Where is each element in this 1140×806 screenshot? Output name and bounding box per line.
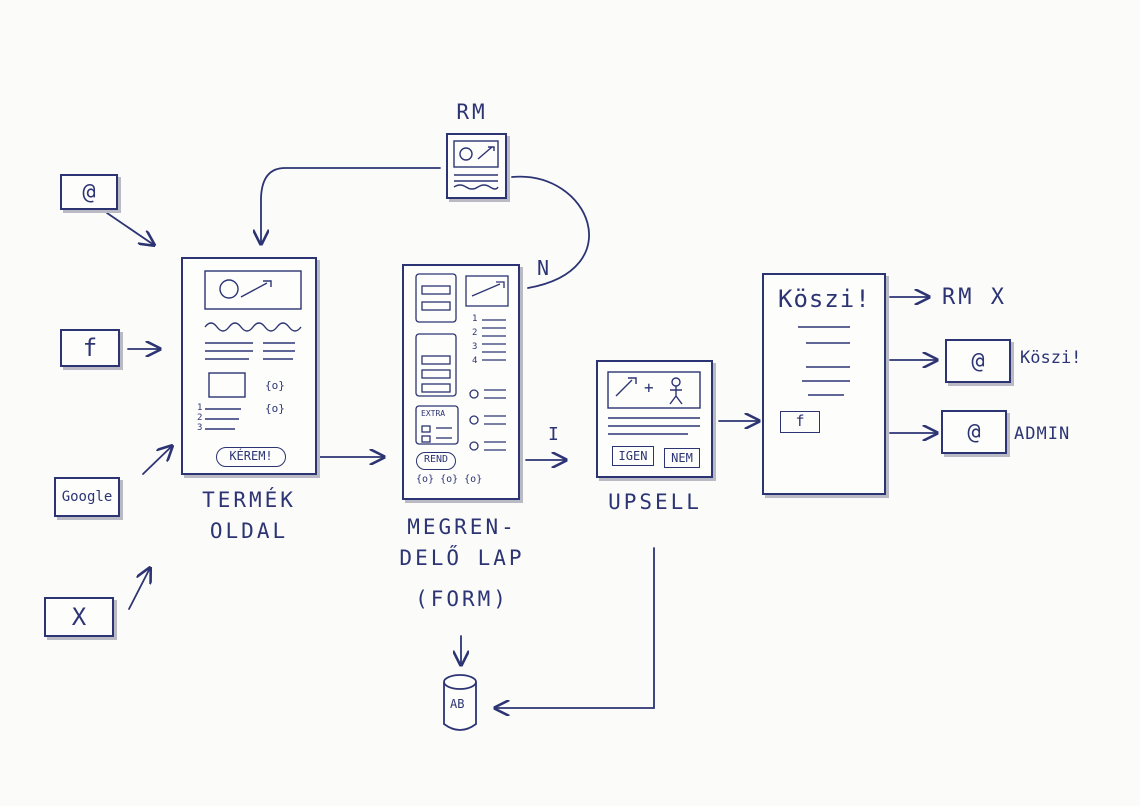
review-mark-2: {o}	[265, 402, 285, 415]
arrow-google-to-product	[142, 446, 172, 475]
arrow-email-to-product	[106, 212, 154, 245]
order-page-label-line1: MEGREN-	[407, 515, 517, 539]
submit-order-button[interactable]: REND	[416, 452, 456, 470]
product-number-2: 2	[472, 328, 478, 338]
google-label: Google	[61, 489, 113, 505]
facebook-share-icon: f	[795, 412, 805, 430]
edge-label-yes: I	[548, 424, 559, 445]
email-thanks-label: Köszi!	[1020, 348, 1082, 368]
thank-you-sketch	[798, 326, 850, 396]
arrow-x-to-product	[128, 568, 150, 610]
arrow-upsell-to-db	[495, 547, 655, 708]
order-form-sketch	[415, 273, 509, 451]
faq-number-1: 1	[197, 403, 203, 413]
order-page-label-line3: (FORM)	[415, 587, 509, 611]
upsell-page: + IGEN NEM	[596, 360, 713, 478]
product-number-1: 1	[472, 314, 478, 324]
edge-label-no: N	[537, 256, 550, 280]
rm-email-template	[446, 133, 507, 199]
email-admin-icon: @	[967, 419, 981, 445]
product-number-3: 3	[472, 342, 478, 352]
share-facebook-button[interactable]: f	[780, 411, 820, 433]
order-now-button[interactable]: KÉREM!	[216, 447, 286, 467]
rm-sketch-icon	[453, 140, 499, 190]
faq-number-3: 3	[197, 423, 203, 433]
x-icon: X	[71, 603, 87, 631]
source-google: Google	[54, 477, 120, 517]
email-icon: @	[82, 179, 96, 205]
product-page-label-line1: TERMÉK	[202, 488, 296, 512]
database-label: AB	[450, 697, 465, 711]
source-x: X	[44, 597, 114, 637]
thank-you-title: Köszi!	[778, 285, 871, 313]
email-thanks-output: @	[945, 339, 1011, 383]
rm-exclude-output: RM X	[942, 285, 1007, 310]
thank-you-page: Köszi! f	[762, 273, 886, 495]
product-number-4: 4	[472, 356, 478, 366]
source-email: @	[60, 174, 118, 210]
product-page-label-line2: OLDAL	[209, 519, 289, 543]
upsell-sketch	[607, 371, 701, 435]
extra-box-label: EXTRA	[421, 409, 446, 418]
upsell-yes-button[interactable]: IGEN	[612, 446, 654, 466]
order-page-label-line2: DELŐ LAP	[399, 546, 525, 570]
product-page: {o} {o} 1 2 3 KÉREM!	[181, 257, 317, 475]
product-page-sketch	[204, 270, 302, 430]
email-admin-output: @	[941, 410, 1007, 454]
order-footer-icons: {o} {o} {o}	[416, 474, 483, 485]
facebook-icon: f	[82, 334, 98, 362]
source-facebook: f	[60, 329, 120, 367]
order-form-page: 1 2 3 4 EXTRA REND {o} {o} {o}	[402, 264, 520, 500]
email-admin-label: ADMIN	[1014, 424, 1071, 444]
faq-number-2: 2	[197, 413, 203, 423]
review-mark-1: {o}	[265, 379, 285, 392]
rm-label: RM	[456, 100, 488, 124]
upsell-plus: +	[644, 378, 654, 397]
arrow-rm-to-product	[261, 167, 441, 244]
email-thanks-icon: @	[971, 348, 985, 374]
arrow-order-to-rm	[511, 175, 590, 289]
upsell-no-button[interactable]: NEM	[664, 448, 700, 468]
upsell-label: UPSELL	[608, 490, 702, 514]
